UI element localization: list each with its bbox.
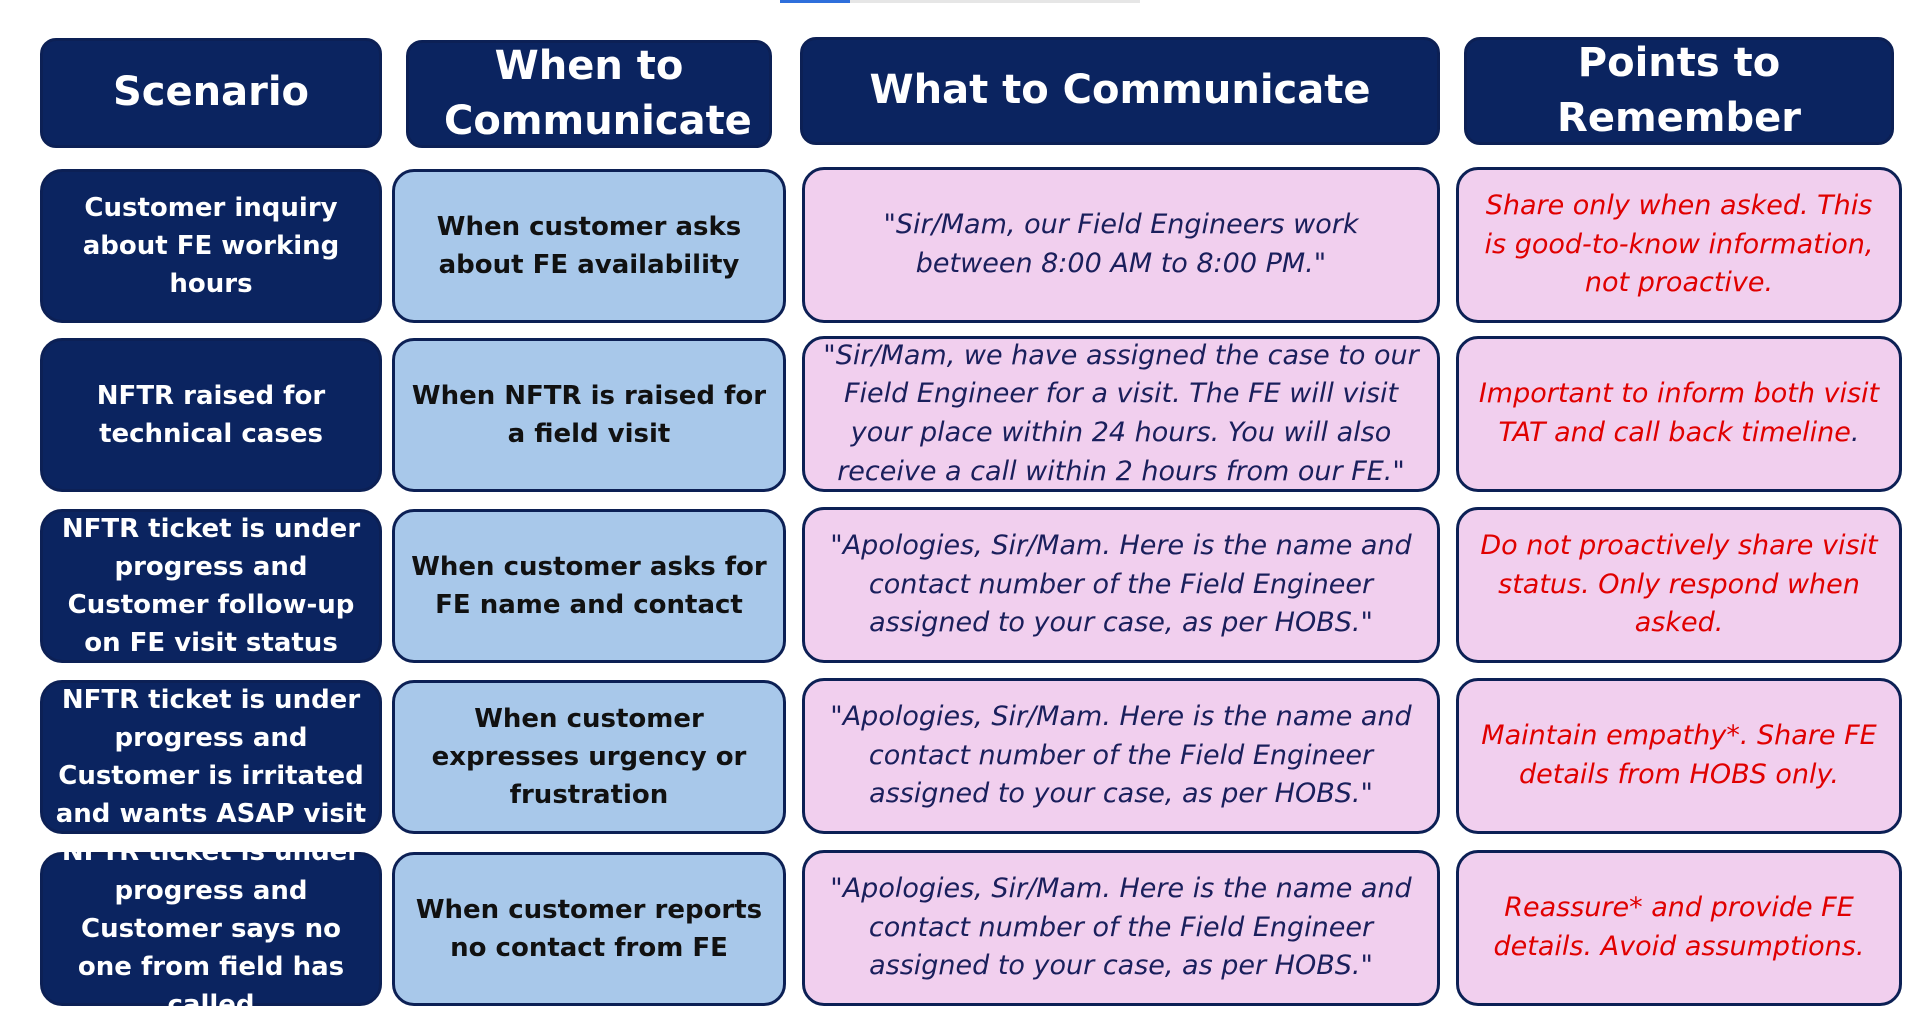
row-4-scenario-text: NFTR ticket is under progress and Custom… (55, 684, 367, 830)
header-when-label: When to Communicate (444, 42, 752, 144)
row-3-points-text: Do not proactively share visit status. O… (1480, 530, 1878, 639)
header-what-label: What to Communicate (869, 67, 1371, 114)
row-1-when-text: When customer asks about FE availability (436, 211, 742, 280)
row-5-when-text: When customer reports no contact from FE (415, 894, 763, 963)
row-5-points: Reassure* and provide FE details. Avoid … (1456, 850, 1902, 1006)
row-4-what-text: "Apologies, Sir/Mam. Here is the name an… (830, 701, 1412, 810)
header-points: Points to Remember (1464, 37, 1894, 145)
row-1-scenario-text: Customer inquiry about FE working hours (82, 192, 340, 300)
row-4-points-text: Maintain empathy*. Share FE details from… (1481, 720, 1877, 790)
header-scenario: Scenario (40, 38, 382, 148)
row-5-when: When customer reports no contact from FE (392, 852, 786, 1006)
row-1-scenario: Customer inquiry about FE working hours (40, 169, 382, 323)
row-3-when-text: When customer asks for FE name and conta… (411, 551, 767, 620)
row-1-points: Share only when asked. This is good-to-k… (1456, 167, 1902, 323)
row-2-points: Important to inform both visit TAT and c… (1456, 336, 1902, 492)
row-2-points-tail: . (1850, 417, 1860, 448)
row-2-when: When NFTR is raised for a field visit (392, 338, 786, 492)
row-1-when: When customer asks about FE availability (392, 169, 786, 323)
row-3-scenario: NFTR ticket is under progress and Custom… (40, 509, 382, 663)
row-5-what: "Apologies, Sir/Mam. Here is the name an… (802, 850, 1440, 1006)
row-1-what-text: "Sir/Mam, our Field Engineers work betwe… (883, 209, 1359, 279)
header-when: When to Communicate (406, 40, 772, 148)
row-4-when-text: When customer expresses urgency or frust… (431, 703, 747, 811)
row-5-points-text: Reassure* and provide FE details. Avoid … (1493, 892, 1865, 962)
row-3-points: Do not proactively share visit status. O… (1456, 507, 1902, 663)
row-1-points-text: Share only when asked. This is good-to-k… (1484, 190, 1874, 299)
row-3-when: When customer asks for FE name and conta… (392, 509, 786, 663)
row-3-what-text: "Apologies, Sir/Mam. Here is the name an… (830, 530, 1412, 639)
header-points-label: Points to Remember (1557, 39, 1801, 141)
row-4-points: Maintain empathy*. Share FE details from… (1456, 678, 1902, 834)
row-5-scenario: NFTR ticket is under progress and Custom… (40, 837, 382, 1016)
row-3-scenario-text: NFTR ticket is under progress and Custom… (61, 513, 361, 659)
row-3-what: "Apologies, Sir/Mam. Here is the name an… (802, 507, 1440, 663)
row-5-scenario-text: NFTR ticket is under progress and Custom… (61, 837, 361, 1016)
row-2-what: "Sir/Mam, we have assigned the case to o… (802, 336, 1440, 492)
row-2-scenario: NFTR raised for technical cases (40, 338, 382, 492)
top-progress-accent (780, 0, 850, 3)
header-scenario-label: Scenario (112, 69, 310, 116)
row-5-what-text: "Apologies, Sir/Mam. Here is the name an… (830, 873, 1412, 982)
top-progress-indicator (780, 0, 1140, 3)
row-2-when-text: When NFTR is raised for a field visit (411, 380, 767, 449)
row-2-what-text: "Sir/Mam, we have assigned the case to o… (823, 339, 1419, 487)
row-2-points-text: Important to inform both visit TAT and c… (1478, 378, 1880, 448)
row-4-when: When customer expresses urgency or frust… (392, 680, 786, 834)
row-4-scenario: NFTR ticket is under progress and Custom… (40, 680, 382, 834)
row-1-what: "Sir/Mam, our Field Engineers work betwe… (802, 167, 1440, 323)
row-4-what: "Apologies, Sir/Mam. Here is the name an… (802, 678, 1440, 834)
row-2-scenario-text: NFTR raised for technical cases (96, 380, 326, 449)
header-what: What to Communicate (800, 37, 1440, 145)
